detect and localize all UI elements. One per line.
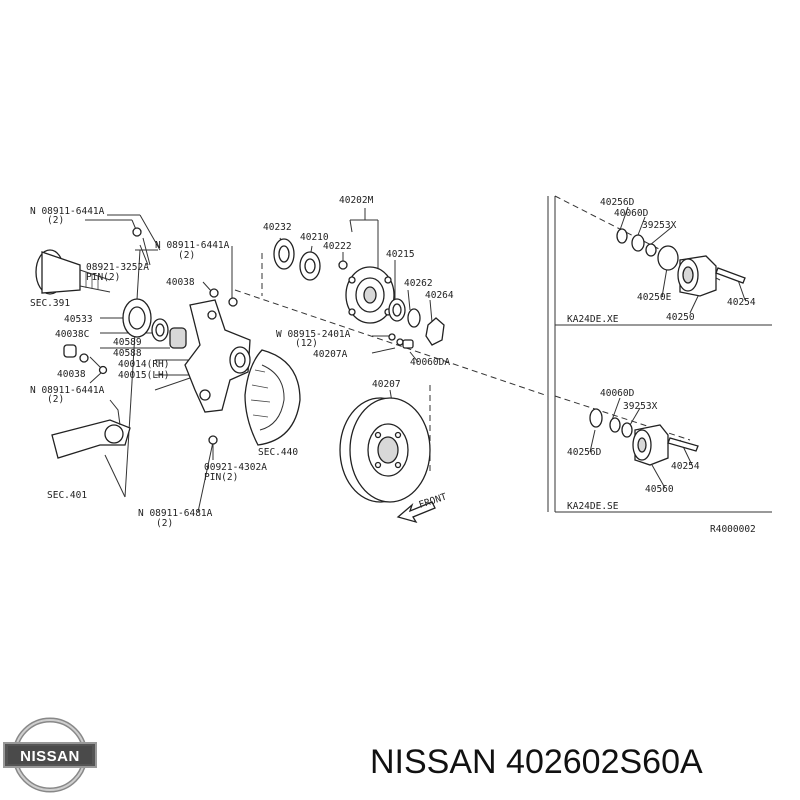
label: N 08911-6441A <box>30 385 105 396</box>
drive-shaft <box>35 249 111 295</box>
seal-40232 <box>273 238 295 270</box>
label: N 08911-6481A <box>138 508 213 519</box>
lower-arm <box>51 399 131 459</box>
bolt-40222 <box>338 260 348 270</box>
label: 40256D <box>600 197 635 208</box>
label: 40215 <box>386 249 415 260</box>
part-number-title: NISSAN 402602S60A <box>370 743 703 781</box>
label: (2) <box>156 518 173 529</box>
label: 40588 <box>113 348 142 359</box>
label: (2) <box>47 215 64 226</box>
label: 40232 <box>263 222 292 233</box>
label: 40254 <box>671 461 700 472</box>
label: 40060D <box>614 208 649 219</box>
label: SEC.401 <box>47 490 87 501</box>
front-arrow-icon <box>396 501 436 524</box>
label: 40060D <box>600 388 635 399</box>
bearing-40215 <box>388 298 406 322</box>
label: 40038C <box>55 329 89 340</box>
label: 00921-4302A <box>204 462 267 473</box>
label: PIN(2) <box>86 272 120 283</box>
xe-assembly <box>616 228 746 297</box>
label: 40038 <box>57 369 86 380</box>
knuckle-40014 <box>184 299 251 413</box>
bearing-40588 <box>169 327 187 349</box>
label: PIN(2) <box>204 472 238 483</box>
variant-boxes <box>547 196 772 513</box>
label: N 08911-6441A <box>30 206 105 217</box>
part-labels: N 08911-6441A (2) 08921-3252A PIN(2) SEC… <box>30 195 756 535</box>
label: 39253X <box>623 401 658 412</box>
logo-text: NISSAN <box>20 748 80 765</box>
label: 40250E <box>637 292 672 303</box>
label: 40060DA <box>410 357 450 368</box>
backing-plate <box>244 349 301 446</box>
label: W 08915-2401A <box>276 329 351 340</box>
seal-40533 <box>122 298 152 338</box>
label: 40250 <box>666 312 695 323</box>
label: 40262 <box>404 278 433 289</box>
label: R4000002 <box>710 524 756 535</box>
label: SEC.391 <box>30 298 70 309</box>
label: 08921-3252A <box>86 262 149 273</box>
label: (12) <box>295 338 318 349</box>
label: 40222 <box>323 241 352 252</box>
label: 40015(LH) <box>118 370 169 381</box>
label: (2) <box>178 250 195 261</box>
rotor-40207 <box>339 397 431 503</box>
label: 40014(RH) <box>118 359 169 370</box>
bearing-40210 <box>299 251 321 281</box>
hub-40202M <box>345 266 395 324</box>
washer-40262 <box>407 308 421 328</box>
label: KA24DE.XE <box>567 314 619 325</box>
label: KA24DE.SE <box>567 501 619 512</box>
nissan-logo: NISSAN <box>3 717 97 793</box>
bearing-40589 <box>151 318 169 342</box>
bushing-40038C <box>63 344 77 358</box>
nut-40264 <box>425 317 445 346</box>
cap-40060DA <box>402 339 414 349</box>
label: 40202M <box>339 195 374 206</box>
label: SEC.440 <box>258 447 298 458</box>
label: 40207A <box>313 349 348 360</box>
label: 40256D <box>567 447 602 458</box>
label: 40264 <box>425 290 454 301</box>
label: N 08911-6441A <box>155 240 230 251</box>
label: 40207 <box>372 379 401 390</box>
label: (2) <box>47 394 64 405</box>
label: 40210 <box>300 232 329 243</box>
label: 39253X <box>642 220 677 231</box>
label: 40589 <box>113 337 142 348</box>
label: 40533 <box>64 314 93 325</box>
bolts-left <box>79 227 238 445</box>
label: 40038 <box>166 277 195 288</box>
se-assembly <box>589 408 699 466</box>
washer-40207A <box>388 333 404 346</box>
label: 40254 <box>727 297 756 308</box>
label: 40560 <box>645 484 674 495</box>
